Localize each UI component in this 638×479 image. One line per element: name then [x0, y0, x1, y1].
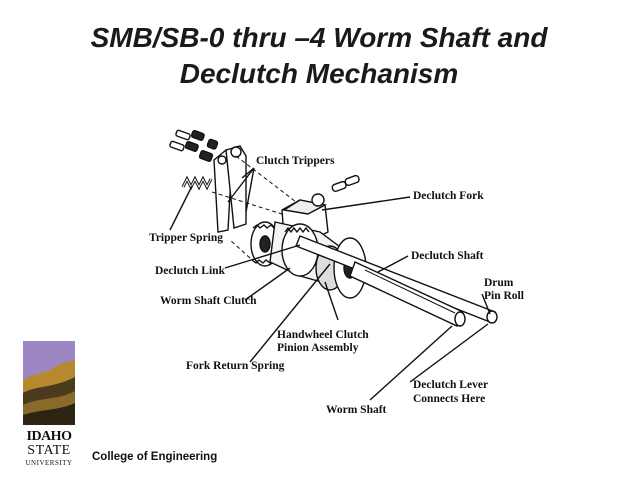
footer-college-name: College of Engineering — [92, 451, 218, 463]
label-pin-roll: Pin Roll — [484, 290, 524, 302]
label-declutch-shaft: Declutch Shaft — [411, 250, 484, 262]
logo-text-university: UNIVERSITY — [25, 459, 73, 467]
label-tripper-spring: Tripper Spring — [149, 232, 223, 244]
label-declutch-fork: Declutch Fork — [413, 190, 484, 202]
university-logo: IDAHO STATE UNIVERSITY — [18, 341, 80, 468]
label-worm-shaft-clutch: Worm Shaft Clutch — [160, 295, 257, 307]
tripper-spring — [181, 175, 213, 191]
title-line-1: SMB/SB-0 thru –4 Worm Shaft and — [90, 22, 548, 53]
diagram-labels: Clutch Trippers Declutch Fork Tripper Sp… — [149, 155, 524, 416]
leader-lines — [169, 167, 491, 401]
clutch-trippers — [213, 145, 247, 233]
worm-shaft — [349, 261, 466, 327]
mechanism-drawing — [169, 129, 498, 327]
slide-title: SMB/SB-0 thru –4 Worm Shaft and Declutch… — [0, 20, 638, 92]
label-declutch-link: Declutch Link — [155, 265, 226, 277]
logo-text-idaho: IDAHO — [26, 429, 72, 444]
logo-text-state: STATE — [27, 443, 71, 458]
label-clutch-trippers: Clutch Trippers — [256, 155, 335, 167]
title-line-2: Declutch Mechanism — [179, 58, 459, 89]
fork-pins — [331, 174, 360, 193]
label-declutch-lever: Declutch Lever — [413, 379, 488, 391]
label-drum: Drum — [484, 277, 514, 289]
label-fork-return-spring: Fork Return Spring — [186, 360, 285, 372]
label-pinion-assembly: Pinion Assembly — [277, 342, 359, 354]
label-handwheel-clutch: Handwheel Clutch — [277, 329, 369, 341]
label-worm-shaft: Worm Shaft — [326, 404, 387, 416]
label-connects-here: Connects Here — [413, 393, 485, 405]
declutch-shaft — [295, 235, 498, 324]
logo-landscape-icon — [23, 341, 75, 425]
screws — [169, 129, 219, 162]
